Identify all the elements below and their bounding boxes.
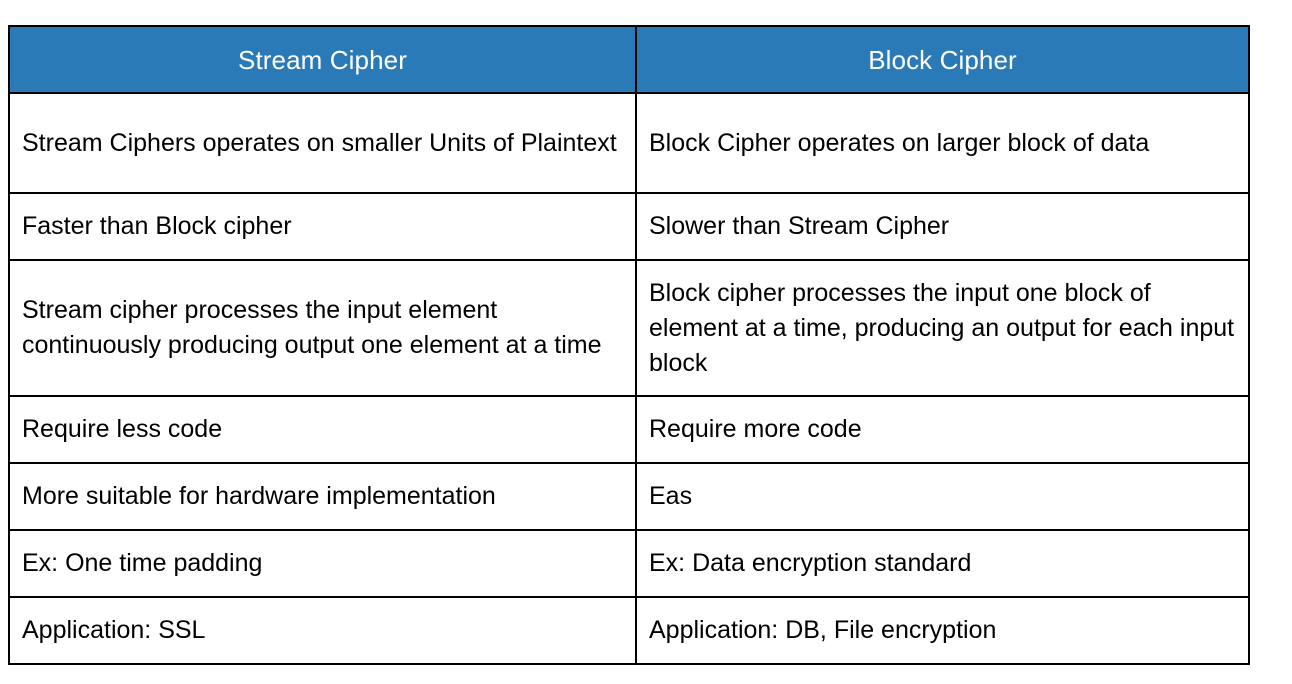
table-row: Faster than Block cipher Slower than Stre… — [8, 192, 1250, 261]
cell-text: Stream Ciphers operates on smaller Units… — [22, 128, 617, 157]
cipher-comparison-table: Stream Cipher Block Cipher Stream Cipher… — [8, 25, 1250, 665]
cell-text: Block Cipher operates on larger block of… — [649, 128, 1150, 157]
cell-text: Require more code — [649, 415, 862, 443]
table-cell-block-cipher: Block Cipher operates on larger block of… — [635, 92, 1250, 194]
cell-text: Ex: Data encryption standard — [649, 549, 972, 577]
table-row: Stream cipher processes the input elemen… — [8, 259, 1250, 397]
cell-text: Application: SSL — [22, 616, 206, 644]
cell-text: Application: DB, File encryption — [649, 616, 997, 644]
table-cell-block-cipher: Application: DB, File encryption — [635, 596, 1250, 665]
table-cell-stream-cipher: Faster than Block cipher — [8, 192, 637, 261]
table-row: Stream Ciphers operates on smaller Units… — [8, 92, 1250, 194]
comparison-table-container: Stream Cipher Block Cipher Stream Cipher… — [8, 25, 1250, 665]
table-cell-stream-cipher: Stream Ciphers operates on smaller Units… — [8, 92, 637, 194]
column-header-stream-cipher: Stream Cipher — [8, 25, 637, 94]
table-cell-block-cipher: Slower than Stream Cipher — [635, 192, 1250, 261]
cell-text: Slower than Stream Cipher — [649, 212, 950, 240]
table-cell-stream-cipher: More suitable for hardware implementatio… — [8, 462, 637, 531]
table-cell-stream-cipher: Application: SSL — [8, 596, 637, 665]
table-row: Application: SSL Application: DB, File en… — [8, 596, 1250, 665]
cell-text: Eas — [649, 482, 693, 510]
cell-text: Stream cipher processes the input elemen… — [22, 296, 602, 359]
table-row: Ex: One time padding Ex: Data encryption … — [8, 529, 1250, 598]
table-body: Stream Ciphers operates on smaller Units… — [8, 92, 1250, 665]
cell-text: Ex: One time padding — [22, 549, 263, 577]
table-row: Require less code Require more code — [8, 395, 1250, 464]
cell-text: Block cipher processes the input one blo… — [649, 278, 1235, 377]
cell-text: Faster than Block cipher — [22, 212, 292, 240]
table-cell-block-cipher: Block cipher processes the input one blo… — [635, 259, 1250, 397]
table-row: More suitable for hardware implementatio… — [8, 462, 1250, 531]
table-header-row: Stream Cipher Block Cipher — [8, 25, 1250, 94]
cell-text: More suitable for hardware implementatio… — [22, 482, 496, 510]
table-cell-block-cipher: Ex: Data encryption standard — [635, 529, 1250, 598]
table-cell-block-cipher: Require more code — [635, 395, 1250, 464]
column-header-block-cipher: Block Cipher — [635, 25, 1250, 94]
table-cell-stream-cipher: Require less code — [8, 395, 637, 464]
table-header: Stream Cipher Block Cipher — [8, 25, 1250, 94]
table-cell-stream-cipher: Ex: One time padding — [8, 529, 637, 598]
table-cell-stream-cipher: Stream cipher processes the input elemen… — [8, 259, 637, 397]
table-cell-block-cipher: Eas — [635, 462, 1250, 531]
cell-text: Require less code — [22, 415, 223, 443]
